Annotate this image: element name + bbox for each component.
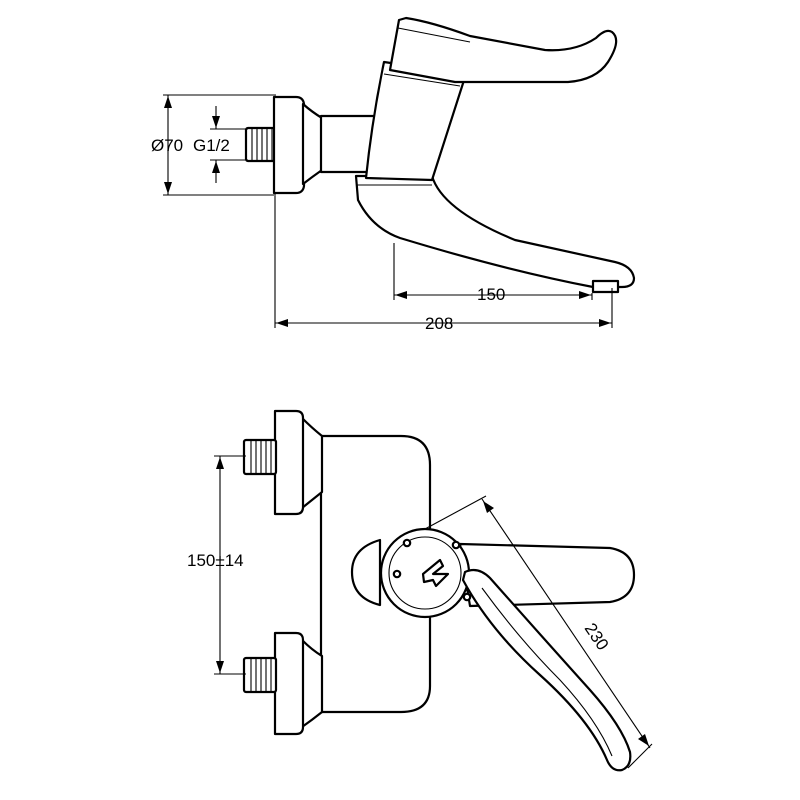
- thread-label: G1/2: [193, 136, 230, 155]
- top-spout: [458, 542, 636, 608]
- top-upper-inlet-thread: [242, 438, 278, 476]
- side-lever-handle: [388, 16, 618, 84]
- top-upper-eccentric: [300, 416, 324, 510]
- side-view: Ø70 G1/2 150 208: [151, 16, 636, 333]
- dim-diameter: [163, 94, 276, 196]
- overall-depth-label: 208: [425, 314, 453, 333]
- side-aerator: [591, 279, 620, 294]
- top-lower-inlet-thread: [242, 656, 278, 694]
- dim-lever-length: [424, 495, 653, 769]
- side-eccentric-connector: [301, 102, 324, 186]
- top-lever-handle: [461, 568, 632, 772]
- spout-reach-label: 150: [477, 285, 505, 304]
- brand-logo-icon: [421, 558, 450, 588]
- top-view: 150±14 230: [187, 409, 653, 772]
- top-lower-flange: [273, 631, 305, 736]
- side-spout: [354, 174, 636, 289]
- top-lower-eccentric: [300, 638, 324, 729]
- dim-inlet-spacing: [214, 455, 246, 675]
- side-cartridge-housing: [364, 60, 468, 182]
- dim-thread: [210, 106, 248, 183]
- dim-overall-depth: [274, 196, 613, 328]
- side-wall-flange: [272, 95, 306, 195]
- top-mixer-hub: [350, 538, 382, 607]
- inlet-spacing-label: 150±14: [187, 551, 244, 570]
- lever-length-label: 230: [581, 620, 613, 654]
- side-inlet-thread: [244, 126, 278, 163]
- dim-spout-reach: [393, 243, 593, 300]
- diameter-label: Ø70: [151, 136, 183, 155]
- top-upper-flange: [273, 409, 305, 516]
